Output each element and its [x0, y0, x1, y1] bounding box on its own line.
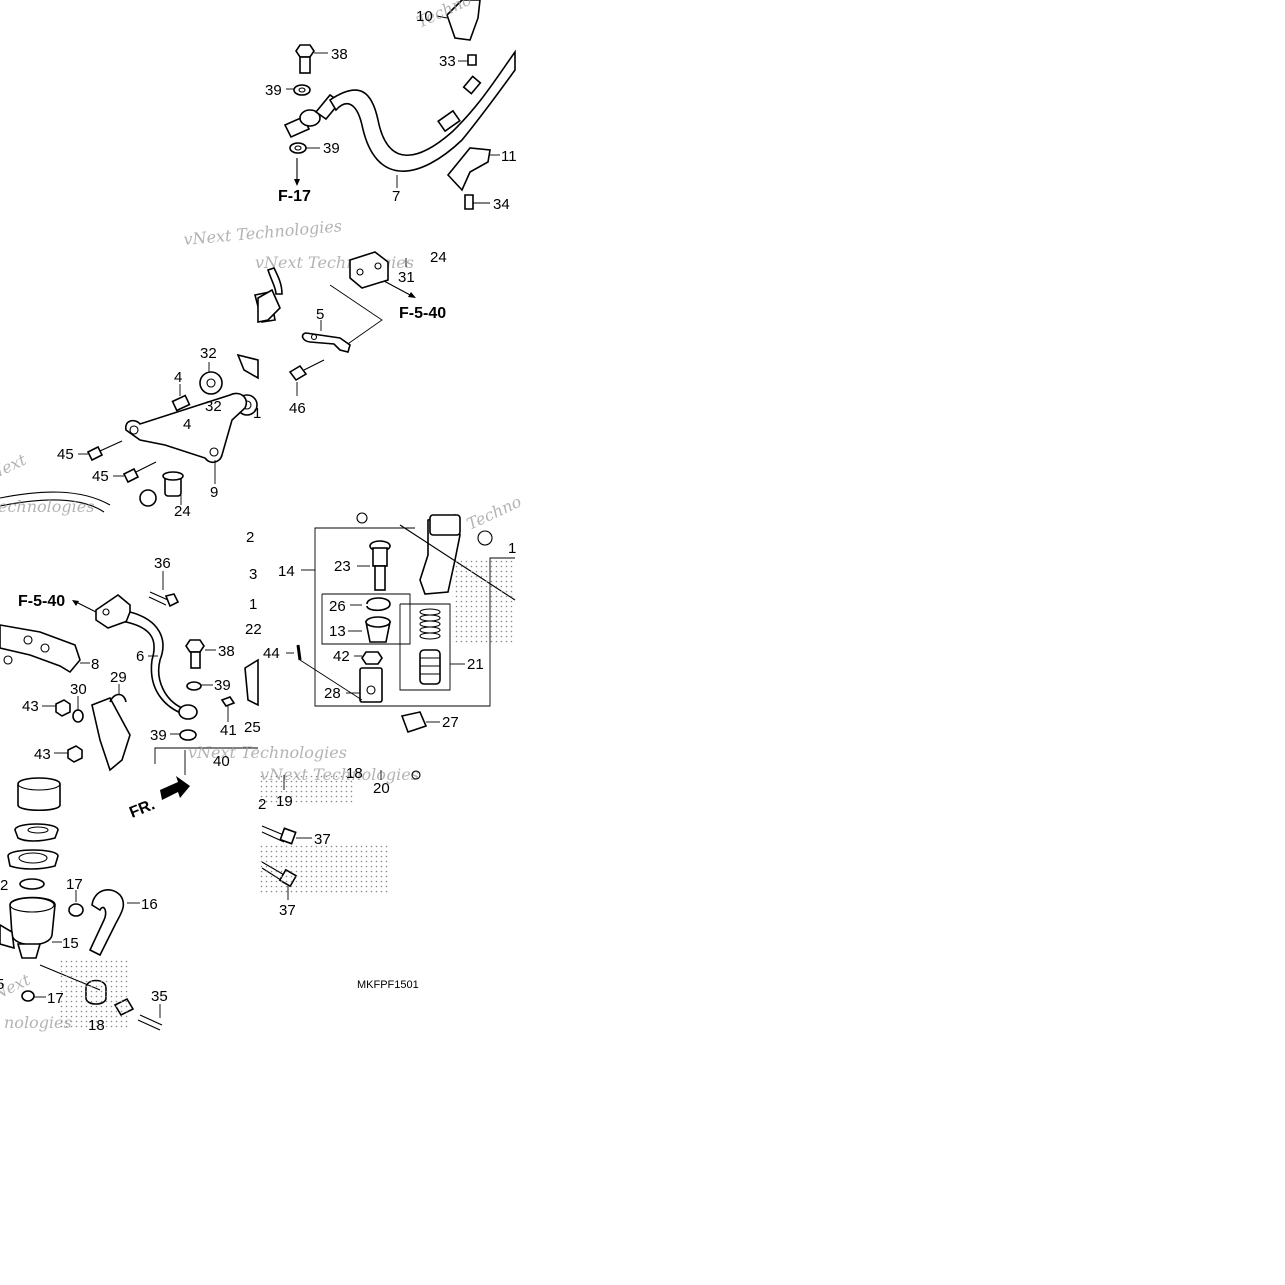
callout-8: 8 [91, 656, 99, 673]
callout-28: 28 [324, 685, 341, 702]
callout-33: 33 [439, 53, 456, 70]
callout-18: 18 [88, 1017, 105, 1034]
callout-17: 17 [66, 876, 83, 893]
callout-45: 45 [57, 446, 74, 463]
callout-23: 23 [334, 558, 351, 575]
reference-f17: F-17 [278, 188, 311, 205]
front-arrow-label: FR. [127, 796, 157, 821]
callout-11: 11 [501, 148, 517, 165]
callout-36: 36 [154, 555, 171, 572]
callout-1-fragment: 1 [249, 596, 257, 613]
callout-43: 43 [22, 698, 39, 715]
callout-38: 38 [331, 46, 348, 63]
master-cylinder-section: Techno [258, 492, 524, 803]
callout-32: 32 [200, 345, 217, 362]
callout-41: 41 [220, 722, 237, 739]
callout-27: 27 [442, 714, 459, 731]
joint-section: vNext Technologies [255, 251, 416, 396]
callout-12-fragment: 2 [258, 796, 266, 813]
callout-24: 24 [430, 249, 447, 266]
svg-text:vNext Technologies: vNext Technologies [260, 765, 419, 784]
callout-12-fragment: 2 [0, 877, 8, 894]
callout-7: 7 [392, 188, 400, 205]
bolt-section: vNext Technologies [258, 765, 421, 900]
callout-31: 31 [398, 269, 415, 286]
callout-5-fragment: 5 [0, 976, 4, 993]
callout-34: 34 [493, 196, 510, 213]
callout-13: 13 [329, 623, 346, 640]
callout-1-fragment: 1 [253, 405, 261, 422]
callout-39: 39 [150, 727, 167, 744]
callout-26: 26 [329, 598, 346, 615]
callout-6: 6 [136, 648, 144, 665]
callout-30: 30 [70, 681, 87, 698]
callout-2-fragment: 2 [246, 529, 254, 546]
callout-18: 18 [346, 765, 363, 782]
callout-15: 15 [62, 935, 79, 952]
callout-25: 25 [244, 719, 261, 736]
callout-46: 46 [289, 400, 306, 417]
callout-40: 40 [213, 753, 230, 770]
svg-text:Techno: Techno [464, 492, 525, 534]
callout-32: 32 [205, 398, 222, 415]
svg-text:echnologies: echnologies [0, 497, 94, 516]
callout-9: 9 [210, 484, 218, 501]
diagram-code: MKFPF1501 [357, 979, 419, 991]
callout-29: 29 [110, 669, 127, 686]
callout-38: 38 [218, 643, 235, 660]
callout-4: 4 [174, 369, 182, 386]
callout-14: 14 [278, 563, 295, 580]
callout-37: 37 [314, 831, 331, 848]
callout-39: 39 [214, 677, 231, 694]
callout-10: 10 [416, 8, 433, 25]
svg-text:nologies: nologies [4, 1013, 72, 1032]
callout-21: 21 [467, 656, 484, 673]
callout-17: 17 [47, 990, 64, 1007]
svg-text:vNext Technologies: vNext Technologies [188, 743, 347, 762]
callout-39: 39 [323, 140, 340, 157]
callout-39: 39 [265, 82, 282, 99]
svg-text:vNext Technologies: vNext Technologies [255, 253, 414, 272]
callout-45: 45 [92, 468, 109, 485]
callout-35: 35 [151, 988, 168, 1005]
upper-hose-section: Techno [283, 0, 516, 210]
callout-43: 43 [34, 746, 51, 763]
callout-24: 24 [174, 503, 191, 520]
callout-37: 37 [279, 902, 296, 919]
lower-hose-section: vNext Technologies Next nologies [0, 571, 347, 1032]
callout-22: 22 [245, 621, 262, 638]
callout-1-fragment: 1 [508, 540, 516, 557]
callout-42: 42 [333, 648, 350, 665]
callout-4: 4 [183, 416, 191, 433]
callout-44: 44 [263, 645, 280, 662]
svg-text:Next: Next [0, 450, 29, 484]
reference-f-5-40-lower: F-5-40 [18, 593, 65, 610]
callout-19: 19 [276, 793, 293, 810]
callout-20: 20 [373, 780, 390, 797]
reference-f-5-40-upper: F-5-40 [399, 305, 446, 322]
callout-5: 5 [316, 306, 324, 323]
watermark: vNext Technologies [183, 216, 343, 249]
callout-3-fragment: 3 [249, 566, 257, 583]
callout-16: 16 [141, 896, 158, 913]
